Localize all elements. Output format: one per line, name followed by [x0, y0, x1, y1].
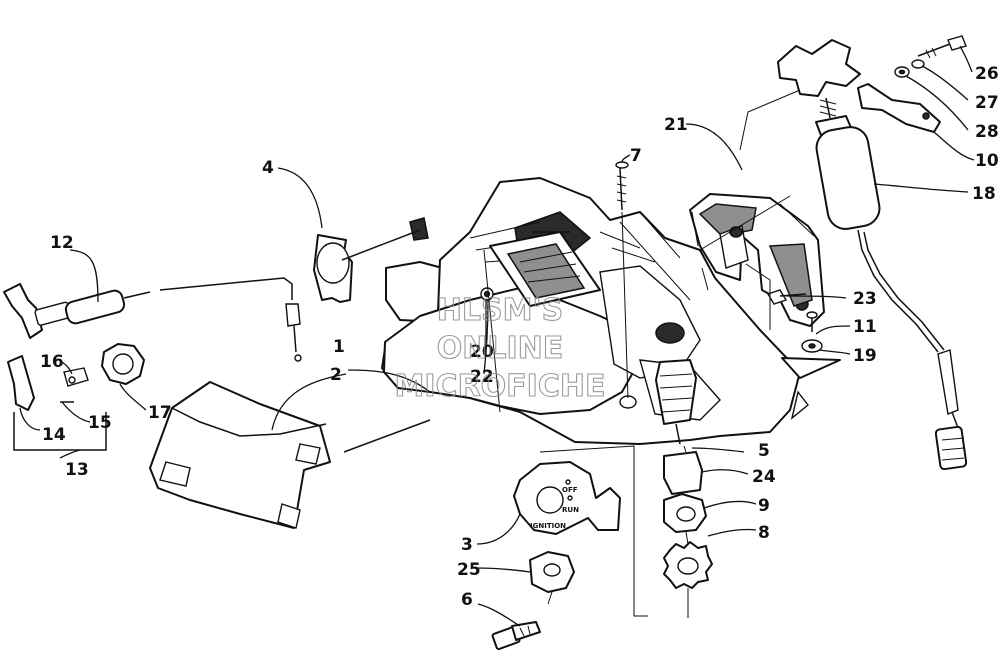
callout-1: 1: [333, 337, 345, 357]
callout-9: 9: [758, 496, 770, 516]
part-21-bracket: [689, 193, 825, 327]
callout-19: 19: [853, 346, 877, 366]
callout-24: 24: [752, 467, 776, 487]
part-4-gasket: [313, 234, 353, 303]
watermark-line-3: MICROFICHE: [395, 369, 606, 404]
callout-13: 13: [65, 460, 89, 480]
callout-25: 25: [457, 560, 481, 580]
callout-14: 14: [42, 425, 66, 445]
part-18-primer: [777, 39, 968, 471]
callout-4: 4: [262, 158, 274, 178]
part-2-cover: [149, 381, 331, 529]
part-8-lockwasher: [663, 541, 713, 589]
switch-label-ignition: IGNITION: [530, 522, 566, 530]
callout-3: 3: [461, 535, 473, 555]
switch-label-run: RUN: [562, 506, 579, 514]
leader-lines: [19, 45, 975, 627]
part-10-clamp: [857, 83, 941, 133]
part-28-washer: [894, 66, 910, 78]
callout-17: 17: [148, 403, 172, 423]
callout-16: 16: [40, 352, 64, 372]
callouts: 4 1 2 3 5 6 7 8 9 10 11 12 13 14 15 16 1…: [40, 64, 999, 610]
watermark-line-1: HLSM'S: [437, 293, 563, 328]
part-23-bolt: [766, 289, 807, 305]
callout-8: 8: [758, 523, 770, 543]
callout-10: 10: [975, 151, 999, 171]
alignment-lines: [341, 89, 801, 618]
part-5-switch: [655, 359, 697, 445]
watermark: HLSM'S ONLINE MICROFICHE: [394, 292, 606, 404]
callout-11: 11: [853, 317, 877, 337]
part-26-bolt: [917, 35, 967, 59]
part-11-screw: [806, 311, 818, 332]
callout-2: 2: [330, 365, 342, 385]
part-7-screw: [615, 161, 629, 399]
part-25-nut: [529, 551, 575, 593]
switch-label-off: OFF: [562, 486, 578, 494]
callout-21: 21: [664, 115, 688, 135]
part-22-nut: [480, 287, 494, 301]
callout-18: 18: [972, 184, 996, 204]
part-27-washer: [911, 59, 925, 69]
callout-28: 28: [975, 122, 999, 142]
callout-12: 12: [50, 233, 74, 253]
watermark-line-2: ONLINE: [437, 331, 564, 366]
callout-26: 26: [975, 64, 999, 84]
part-13-kit: [7, 355, 107, 451]
callout-22: 22: [470, 367, 494, 387]
part-24-bezel: [663, 451, 703, 495]
callout-5: 5: [758, 441, 770, 461]
callout-20: 20: [470, 342, 494, 362]
callout-27: 27: [975, 93, 999, 113]
part-17-nut: [101, 343, 145, 385]
part-20-plate: [489, 231, 601, 307]
part-19-washer: [801, 339, 823, 353]
callout-15: 15: [88, 413, 112, 433]
part-12-cable: [3, 277, 302, 362]
callout-7: 7: [630, 146, 642, 166]
callout-23: 23: [853, 289, 877, 309]
part-9-nut: [663, 493, 707, 533]
part-6-key: [491, 621, 541, 651]
callout-6: 6: [461, 590, 473, 610]
part-3-decal: OFF RUN IGNITION: [513, 461, 621, 535]
